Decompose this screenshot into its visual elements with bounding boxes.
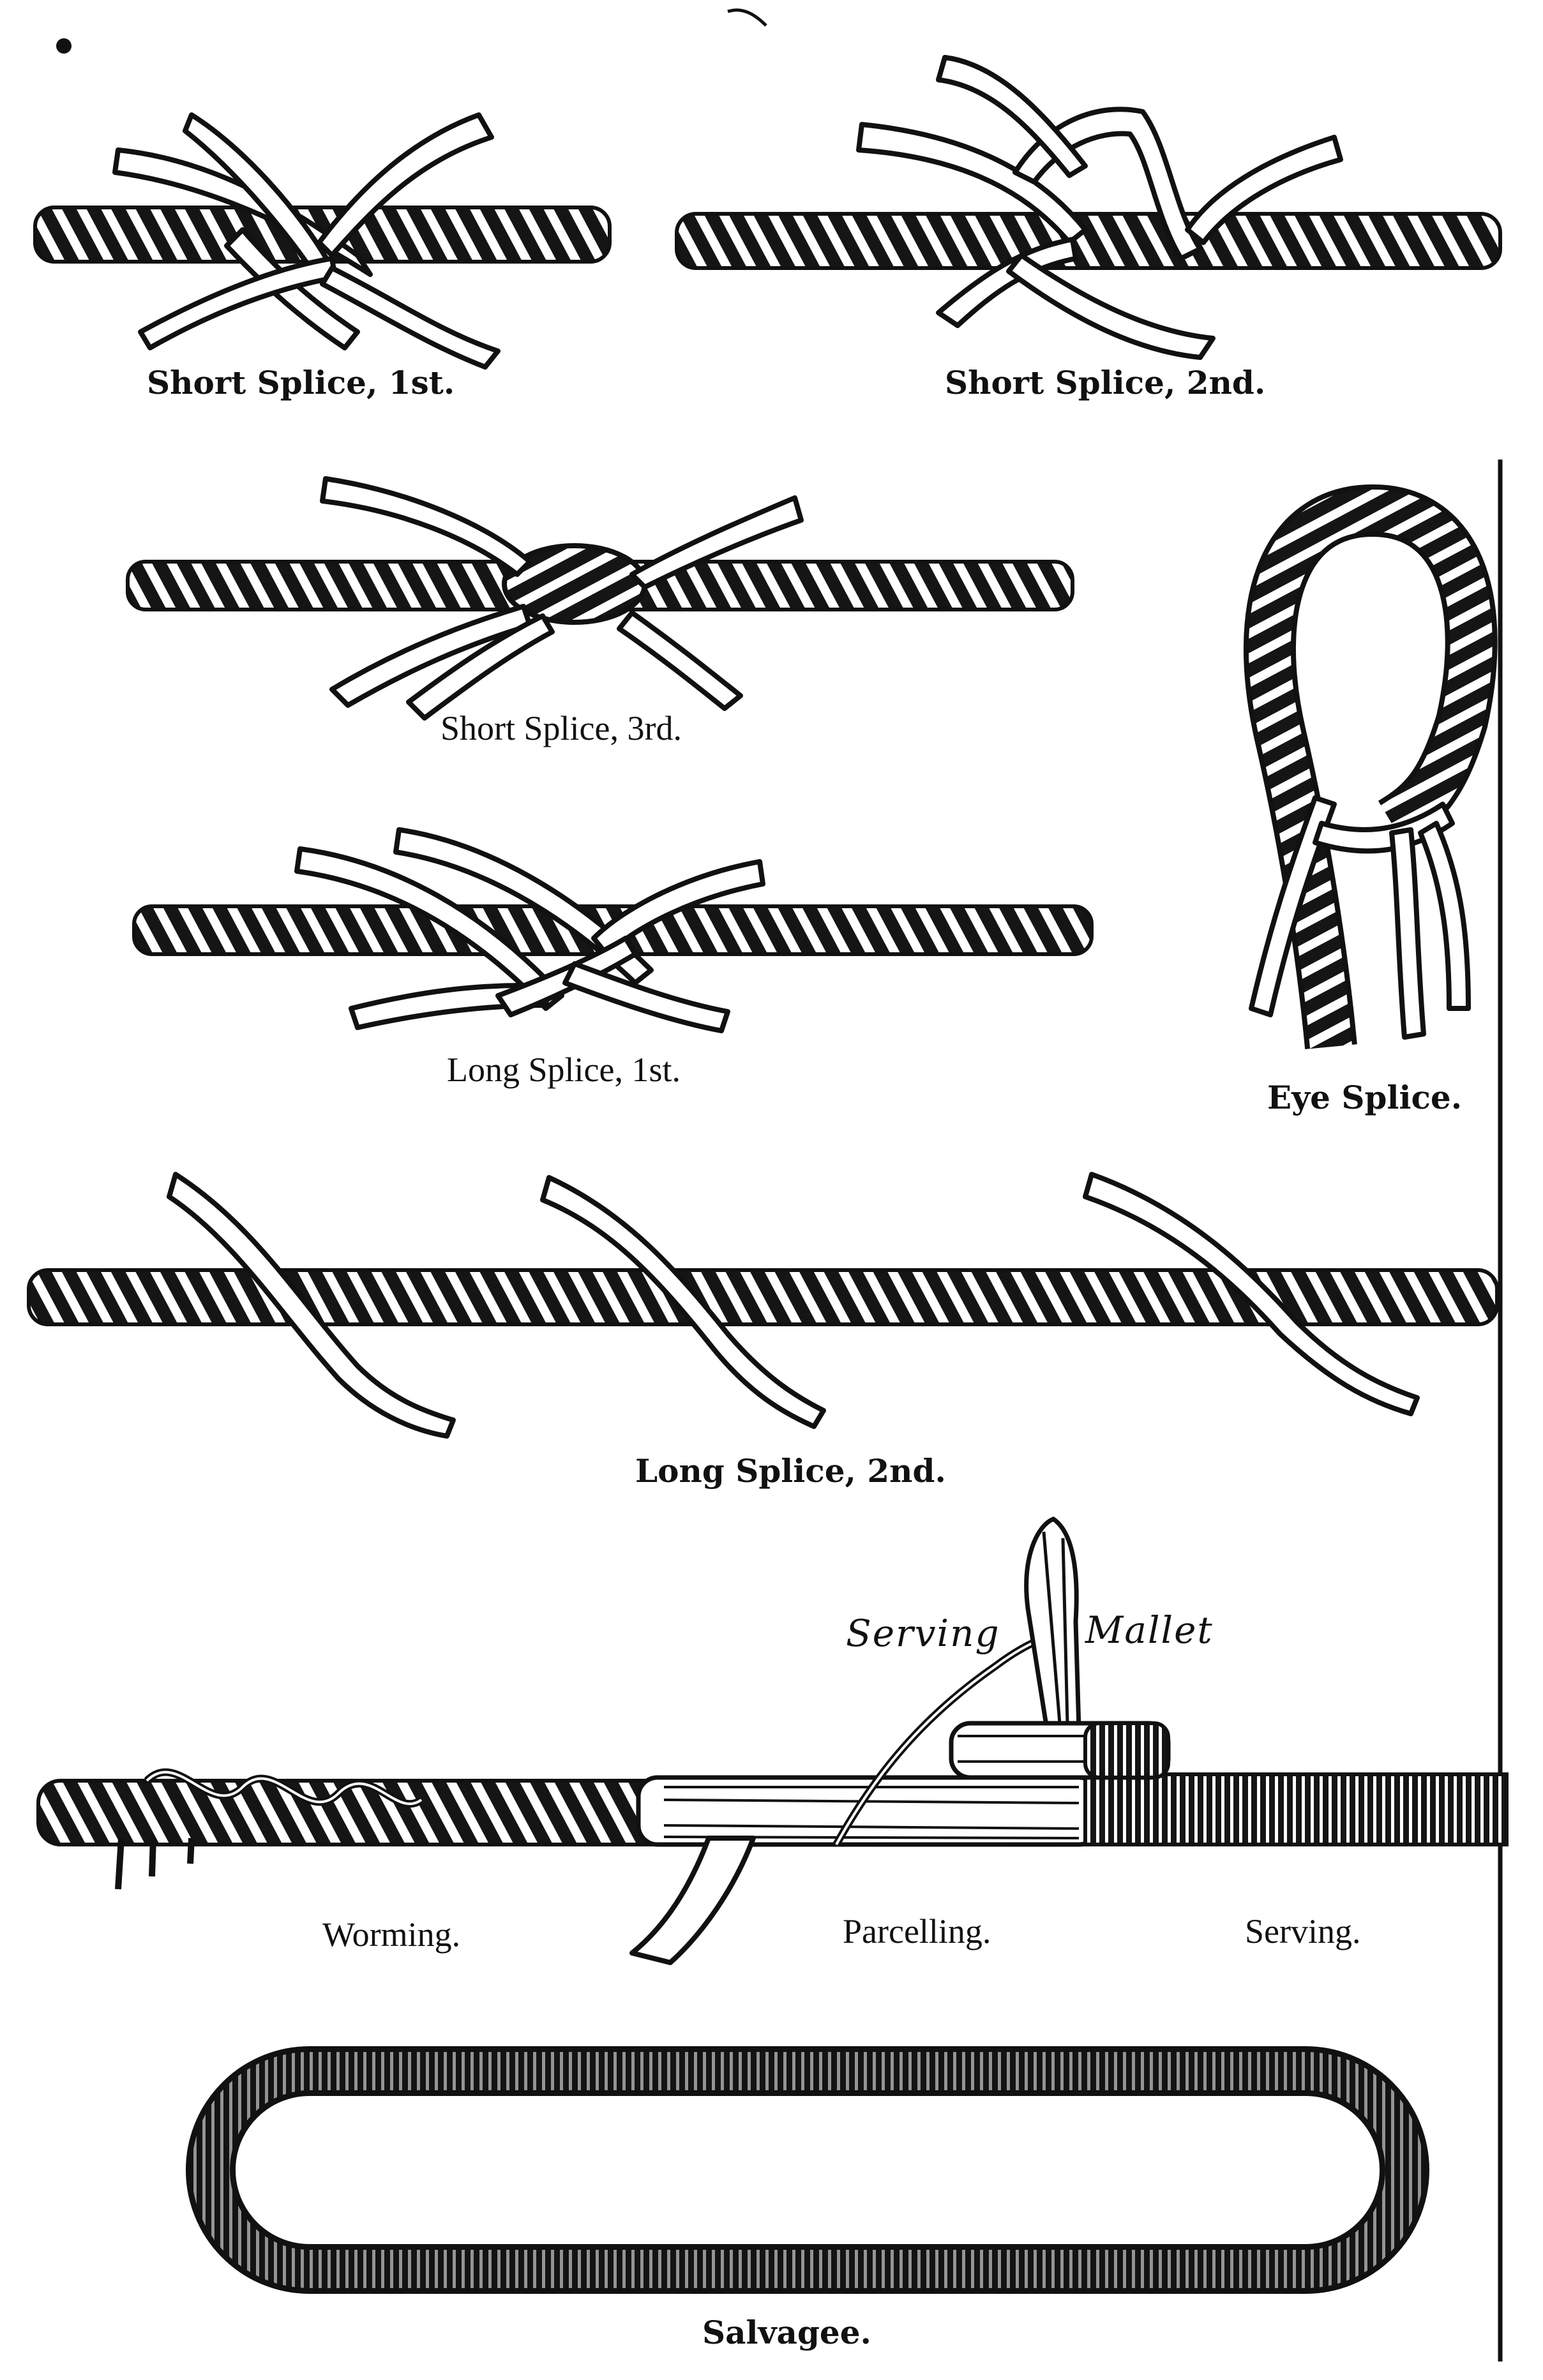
- rope-strand: [1006, 253, 1216, 360]
- ink-speck: [56, 38, 72, 54]
- rope-strand: [406, 613, 555, 721]
- caption-parcelling: Parcelling.: [843, 1912, 991, 1950]
- rope-strand: [1185, 135, 1343, 245]
- rope-strand: [936, 55, 1088, 178]
- caption-short-splice-3rd: Short Splice, 3rd.: [440, 709, 682, 747]
- serving-mallet: [949, 1516, 1171, 1780]
- rope-strand: [1249, 795, 1337, 1017]
- rope-strand: [167, 1172, 456, 1439]
- rope-strand: [320, 476, 532, 577]
- rope-strand: [393, 827, 654, 985]
- long-splice-2nd-figure: [27, 1172, 1499, 1439]
- rope-end-fibres: [115, 1837, 195, 1890]
- caption-eye-splice: Eye Splice.: [1267, 1079, 1463, 1116]
- rope-strand: [317, 112, 494, 258]
- parcelling-strip: [629, 1836, 756, 1965]
- rope-strand: [1418, 821, 1471, 1011]
- caption-long-splice-2nd: Long Splice, 2nd.: [635, 1452, 946, 1490]
- rope-strand: [617, 610, 743, 711]
- rope-strand: [329, 604, 532, 708]
- salvagee-ring: [186, 2046, 1429, 2294]
- rope-strand: [1389, 827, 1426, 1040]
- short-splice-1st-figure: [33, 112, 612, 370]
- rope-strand: [1313, 802, 1455, 854]
- caption-serving: Serving.: [1245, 1912, 1361, 1950]
- caption-long-splice-1st: Long Splice, 1st.: [447, 1051, 681, 1089]
- rope-serving: [1083, 1772, 1509, 1846]
- caption-short-splice-1st: Short Splice, 1st.: [147, 364, 455, 401]
- salvagee-figure: [186, 2046, 1429, 2294]
- worming-line: [146, 1770, 423, 1806]
- salvagee-ring: [192, 2052, 1424, 2288]
- rope-worming: [36, 1779, 679, 1846]
- caption-serving-mallet-left: Serving: [846, 1612, 1000, 1655]
- caption-worming: Worming.: [322, 1915, 461, 1954]
- ink-speck: [727, 8, 767, 27]
- rope-strand: [591, 859, 765, 957]
- rope-strand: [856, 122, 1088, 245]
- worming-parcelling-serving-figure: [36, 1516, 1509, 1965]
- short-splice-3rd-figure: [126, 476, 1074, 721]
- caption-short-splice-2nd: Short Splice, 2nd.: [945, 364, 1266, 401]
- eye-splice-figure: [1244, 484, 1498, 1049]
- short-splice-2nd-figure: [675, 55, 1502, 360]
- rope: [675, 212, 1502, 270]
- rope-strand: [629, 495, 804, 590]
- long-splice-1st-figure: [132, 827, 1094, 1033]
- rope-strand: [540, 1175, 826, 1429]
- caption-serving-mallet-right: Mallet: [1085, 1608, 1214, 1652]
- caption-salvagee: Salvagee.: [702, 2314, 871, 2351]
- rope-strand: [936, 237, 1078, 328]
- rope-strand: [1083, 1172, 1420, 1416]
- rope-strand: [112, 147, 373, 277]
- rope: [27, 1268, 1499, 1326]
- rope-strand: [562, 961, 730, 1033]
- rope-strand: [320, 266, 501, 370]
